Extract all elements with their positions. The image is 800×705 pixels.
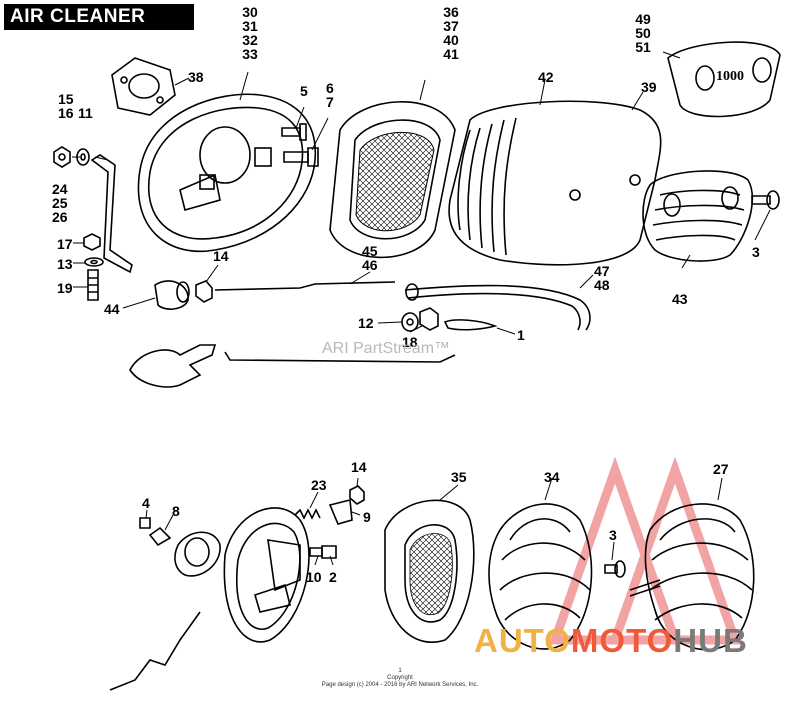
callout-3-top: 3 [752,244,760,260]
bracket-24 [90,154,133,274]
brand-auto: AUTO [474,622,571,659]
screw-6 [283,147,319,167]
cover-42 [448,100,662,266]
callout-8: 8 [172,503,180,519]
backing-plate-lower [223,507,310,643]
callout-5: 5 [300,83,308,99]
insert-43 [642,170,754,262]
copyright-footer: 1 Copyright Page design (c) 2004 - 2016 … [321,668,479,688]
nut-14a [195,280,213,303]
hose-47 [404,283,591,331]
rod-45 [214,281,396,291]
screw-3 [751,190,780,210]
callout-9: 9 [363,509,371,525]
brand-moto: MOTO [570,622,674,659]
screw-4 [139,517,151,529]
callout-10: 10 [306,569,322,585]
choke-8 [148,526,221,577]
callout-11: 11 [78,105,93,121]
clip-1 [443,319,498,331]
callout-13: 13 [57,256,73,272]
filter-ring-35 [384,499,475,643]
diagram-title: AIR CLEANER [4,4,194,30]
callout-35: 35 [451,469,467,485]
nut-14b [349,485,365,505]
callout-3-bottom: 3 [609,527,617,543]
nut-17 [83,233,101,251]
screw-3b [604,560,626,578]
link-rod [224,351,456,363]
nut-18 [419,307,439,331]
automotohub-logo: AUTOMOTOHUB [474,622,748,660]
callout-17: 17 [57,236,73,252]
screw-10 [309,545,337,559]
cover-34 [488,503,593,650]
backing-plate-30 [137,93,317,253]
nut-15 [53,146,71,168]
callout-34: 34 [544,469,560,485]
callout-44: 44 [104,301,120,317]
brand-hub: HUB [673,622,748,659]
washer-12 [401,312,419,332]
callout-14-top: 14 [213,248,229,264]
callout-39: 39 [641,79,657,95]
callout-38: 38 [188,69,204,85]
callout-23: 23 [311,477,327,493]
stud-19 [87,269,99,301]
gasket-38 [111,57,176,116]
cover-27 [629,503,755,651]
decal-text: 1000 [716,69,744,84]
callout-14-bottom: 14 [351,459,367,475]
callout-19: 19 [57,280,73,296]
screw-5 [281,123,307,141]
decal-49: 1000 [667,41,781,118]
wire-rod-lower [109,611,201,691]
callout-2: 2 [329,569,337,585]
callout-27: 27 [713,461,729,477]
washer-13 [84,257,104,267]
link-bracket [129,344,217,388]
partstream-watermark: ARI PartStream™ [322,340,451,357]
leader-lines [72,51,771,566]
callout-12: 12 [358,315,374,331]
callout-42: 42 [538,69,554,85]
callout-4: 4 [142,495,150,511]
knob-44 [154,280,190,310]
callout-18: 18 [402,334,418,350]
filter-element-36 [329,101,456,259]
callout-1: 1 [517,327,525,343]
spring-23 [294,508,321,520]
cam-9 [328,498,353,525]
callout-43: 43 [672,291,688,307]
